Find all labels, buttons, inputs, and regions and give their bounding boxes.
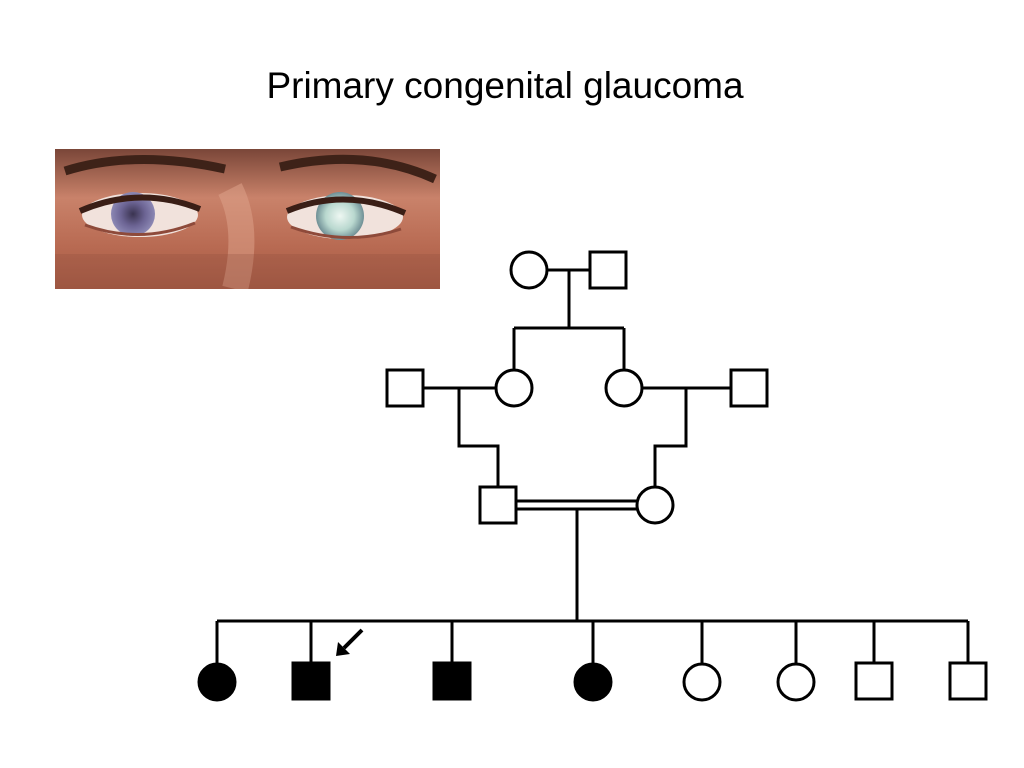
gen4-unaffected-male-2 (948, 661, 988, 701)
left-eye-clear-cornea (111, 192, 155, 236)
descent-line-gen2-left (457, 388, 500, 488)
cheek-shadow (55, 254, 440, 289)
gen2-male-spouse-left (385, 368, 425, 408)
pedigree-symbols (197, 250, 988, 702)
gen4-affected-female-1 (197, 662, 237, 702)
right-eye-cloudy-cornea (316, 192, 364, 240)
gen4-affected-female-2 (573, 662, 613, 702)
proband-arrow-icon (336, 628, 364, 656)
gen4-unaffected-female-1 (682, 662, 722, 702)
patient-eyes-illustration (55, 149, 440, 289)
descent-line-gen2-right (653, 388, 688, 487)
right-lower-lid (290, 225, 402, 240)
left-lower-lid (84, 221, 196, 237)
gen2-female-a (494, 368, 534, 408)
gen2-female-b (604, 368, 644, 408)
slide-title: Primary congenital glaucoma (266, 65, 744, 106)
pedigree-lines (215, 268, 970, 664)
gen1-male (588, 250, 628, 290)
left-eyebrow (63, 154, 226, 176)
right-eyebrow (278, 154, 437, 184)
gen4-affected-male-2 (432, 661, 472, 701)
patient-eyes-photo (55, 149, 440, 289)
left-eyelid (78, 194, 202, 214)
gen4-affected-male-proband (291, 661, 331, 701)
gen2-male-spouse-right (729, 368, 769, 408)
gen4-unaffected-female-2 (776, 662, 816, 702)
gen1-female (509, 250, 549, 290)
nose (218, 183, 255, 289)
gen4-unaffected-male-1 (854, 661, 894, 701)
gen3-female (635, 485, 675, 525)
gen3-male (478, 485, 518, 525)
right-eyelid (285, 196, 407, 216)
